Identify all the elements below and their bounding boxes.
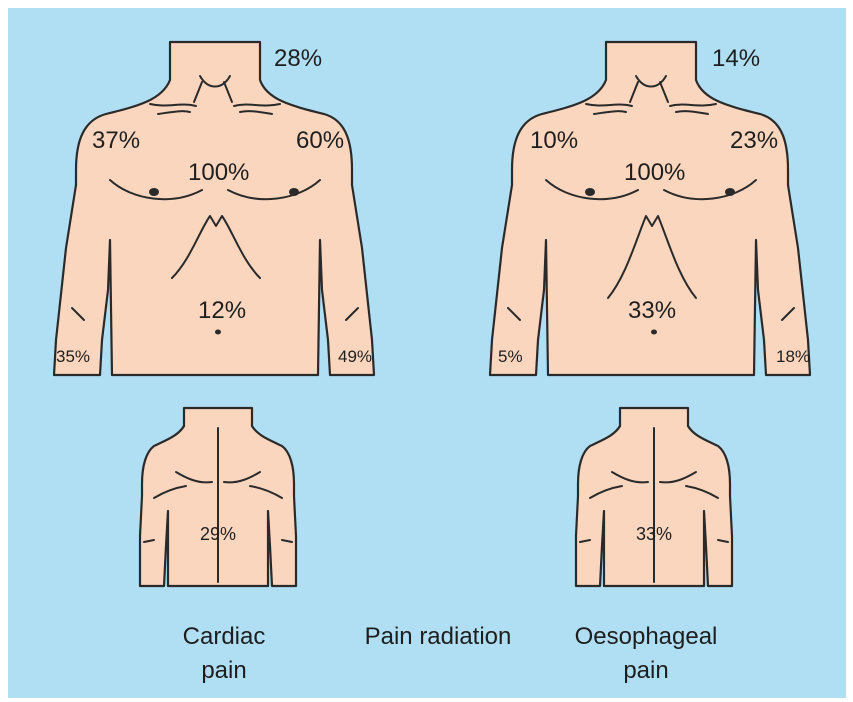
cardiac-chest-label: 100%	[188, 159, 249, 186]
oesophageal-back-label: 33%	[636, 524, 672, 544]
cardiac-front-torso	[54, 42, 374, 375]
oesophageal-caption-line2: pain	[566, 654, 726, 688]
oesophageal-caption-line1: Oesophageal	[566, 620, 726, 654]
oesophageal-right-shoulder-label: 10%	[530, 127, 578, 154]
oesophageal-left-shoulder-label: 23%	[730, 127, 778, 154]
cardiac-neck-label: 28%	[274, 45, 322, 72]
cardiac-left-shoulder-label: 60%	[296, 127, 344, 154]
oesophageal-chest-label: 100%	[624, 159, 685, 186]
cardiac-caption-line2: pain	[164, 654, 284, 688]
cardiac-left-arm-label: 49%	[338, 347, 372, 366]
cardiac-back-torso	[140, 408, 296, 586]
cardiac-right-shoulder-label: 37%	[92, 127, 140, 154]
oesophageal-back-torso	[576, 408, 732, 586]
cardiac-caption-line1: Cardiac	[164, 620, 284, 654]
cardiac-right-arm-label: 35%	[56, 347, 90, 366]
oesophageal-front-torso	[490, 42, 810, 375]
cardiac-abdomen-label: 12%	[198, 297, 246, 324]
oesophageal-neck-label: 14%	[712, 45, 760, 72]
oesophageal-right-arm-label: 5%	[498, 347, 523, 366]
oesophageal-left-arm-label: 18%	[776, 347, 810, 366]
cardiac-caption: Cardiac pain	[164, 620, 284, 688]
center-caption: Pain radiation	[346, 620, 530, 654]
pain-radiation-caption: Pain radiation	[346, 620, 530, 654]
oesophageal-abdomen-label: 33%	[628, 297, 676, 324]
cardiac-back-label: 29%	[200, 524, 236, 544]
oesophageal-caption: Oesophageal pain	[566, 620, 726, 688]
